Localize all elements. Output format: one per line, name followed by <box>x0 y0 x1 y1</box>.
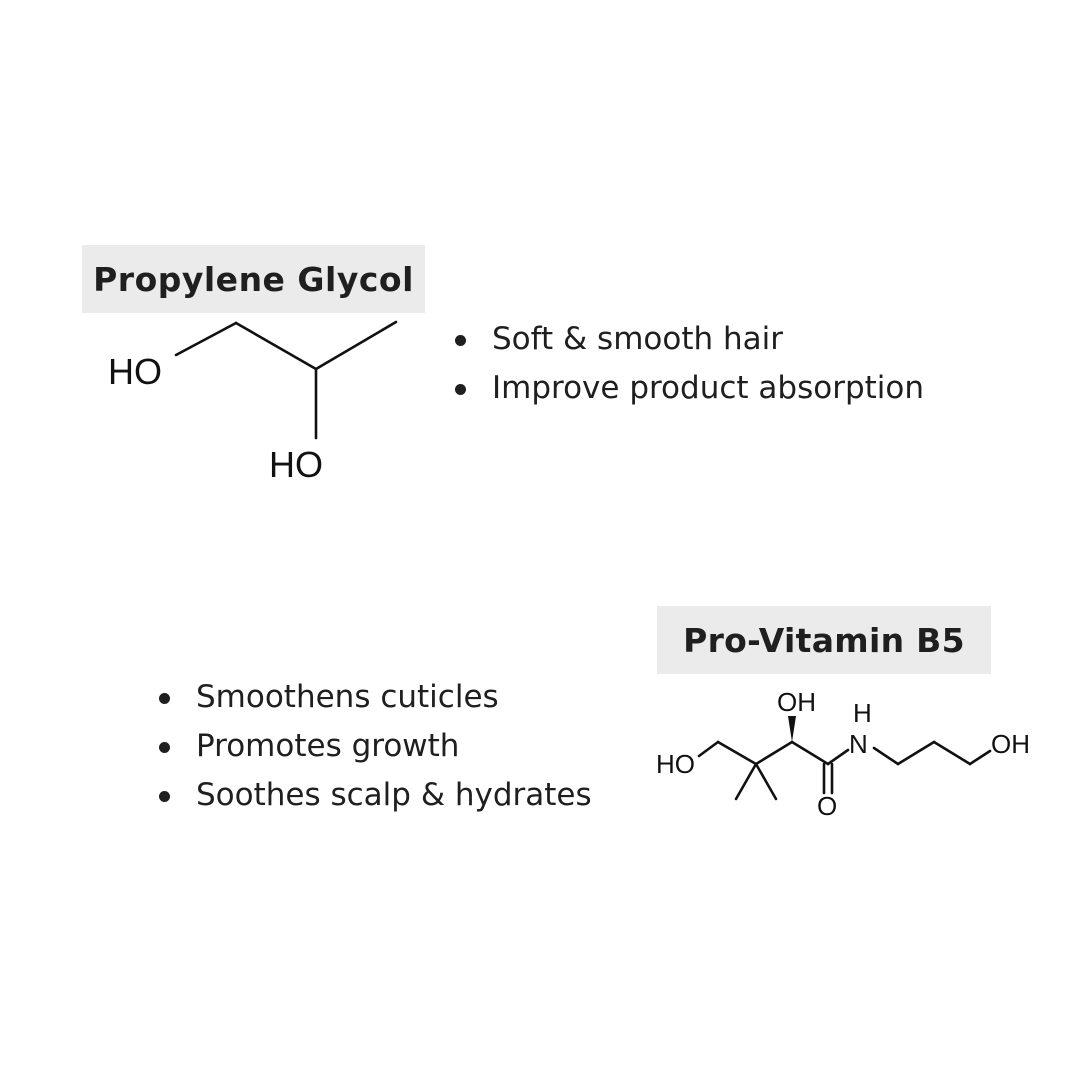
hydroxyl-label: OH <box>991 729 1030 759</box>
bond <box>896 740 936 766</box>
bond <box>314 320 398 371</box>
list-item: Soft & smooth hair <box>455 315 924 364</box>
list-item: Promotes growth <box>159 722 592 771</box>
hydroxyl-label: HO <box>656 749 695 779</box>
list-item: Improve product absorption <box>455 364 924 413</box>
list-item: Soothes scalp & hydrates <box>159 771 592 820</box>
pro-vitamin-b5-benefits-list: Smoothens cuticles Promotes growth Sooth… <box>159 673 592 820</box>
list-item: Smoothens cuticles <box>159 673 592 722</box>
hydrogen-label: H <box>853 698 872 728</box>
bond <box>754 740 794 766</box>
hydroxyl-label: HO <box>269 444 323 485</box>
oxygen-label: O <box>817 791 837 821</box>
propylene-glycol-bonds <box>174 320 398 440</box>
propylene-glycol-title: Propylene Glycol <box>82 245 425 313</box>
bond <box>790 740 830 766</box>
wedge-bond <box>788 716 796 742</box>
hydroxyl-label: OH <box>777 687 816 717</box>
bond <box>734 762 758 801</box>
propylene-glycol-benefits-list: Soft & smooth hair Improve product absor… <box>455 315 924 413</box>
bond <box>234 321 318 371</box>
pro-vitamin-b5-title: Pro-Vitamin B5 <box>657 606 991 674</box>
hydroxyl-label: HO <box>108 351 162 392</box>
bond <box>826 748 850 766</box>
pro-vitamin-b5-bonds <box>697 716 992 801</box>
bond <box>932 740 972 766</box>
bond <box>754 762 778 801</box>
bond <box>174 321 238 357</box>
bond <box>716 740 758 766</box>
bond <box>697 740 720 758</box>
bond <box>872 746 900 766</box>
bond <box>968 749 992 766</box>
nitrogen-label: N <box>849 729 868 759</box>
